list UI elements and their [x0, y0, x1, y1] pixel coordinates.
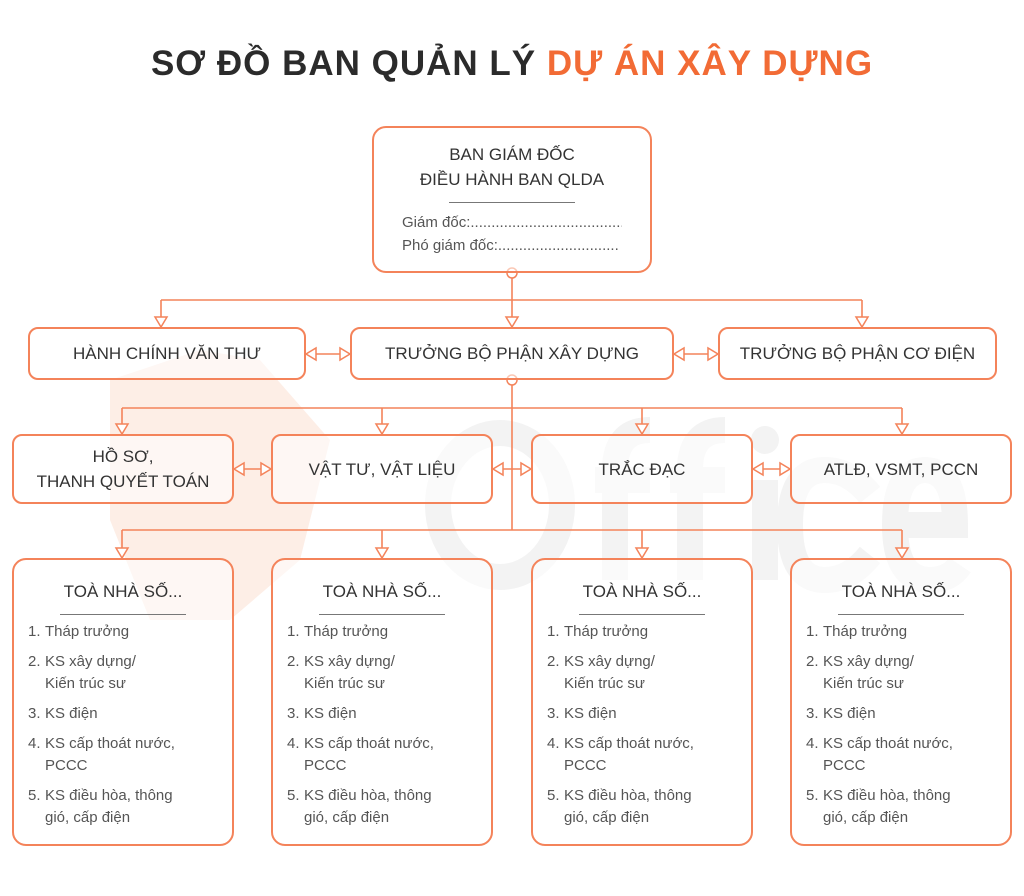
- arrow-right-icon: [260, 461, 273, 477]
- divider: [60, 614, 186, 615]
- staff-item: 1.Tháp trưởng: [806, 623, 908, 640]
- arrow-down-icon: [634, 547, 650, 560]
- mep-head-box: TRƯỞNG BỘ PHẬN CƠ ĐIỆN: [718, 327, 997, 380]
- staff-item: 4.KS cấp thoát nước,PCCC: [287, 735, 434, 774]
- divider: [838, 614, 964, 615]
- arrow-down-icon: [374, 547, 390, 560]
- staff-item: 3.KS điện: [547, 705, 617, 722]
- materials-box: VẬT TƯ, VẬT LIỆU: [271, 434, 493, 504]
- staff-item: 1.Tháp trưởng: [28, 623, 130, 640]
- staff-item: 2.KS xây dựng/Kiến trúc sư: [287, 653, 395, 692]
- arrow-down-icon: [894, 547, 910, 560]
- arrow-left-icon: [751, 461, 764, 477]
- arrow-left-icon: [304, 346, 317, 362]
- arrow-down-icon: [114, 547, 130, 560]
- arrow-right-icon: [707, 346, 720, 362]
- page-title: SƠ ĐỒ BAN QUẢN LÝ DỰ ÁN XÂY DỰNG: [150, 44, 874, 83]
- surveying-box: TRẮC ĐẠC: [531, 434, 753, 504]
- records-settlement-box: HỒ SƠ,THANH QUYẾT TOÁN: [12, 434, 234, 504]
- staff-item: 3.KS điện: [28, 705, 98, 722]
- arrow-right-icon: [779, 461, 792, 477]
- arrow-down-icon: [374, 423, 390, 436]
- arrow-left-icon: [672, 346, 685, 362]
- arrow-right-icon: [520, 461, 533, 477]
- staff-item: 1.Tháp trưởng: [547, 623, 649, 640]
- arrow-left-icon: [491, 461, 504, 477]
- safety-box: ATLĐ, VSMT, PCCN: [790, 434, 1012, 504]
- staff-item: 1.Tháp trưởng: [287, 623, 389, 640]
- staff-item: 4.KS cấp thoát nước,PCCC: [547, 735, 694, 774]
- divider: [449, 202, 575, 203]
- board-of-directors-box: BAN GIÁM ĐỐC ĐIỀU HÀNH BAN QLDA Giám đốc…: [372, 126, 652, 273]
- arrow-down-icon: [634, 423, 650, 436]
- staff-item: 4.KS cấp thoát nước,PCCC: [28, 735, 175, 774]
- divider: [319, 614, 445, 615]
- staff-item: 2.KS xây dựng/Kiến trúc sư: [547, 653, 655, 692]
- arrow-down-icon: [504, 316, 520, 329]
- staff-item: 3.KS điện: [287, 705, 357, 722]
- construction-head-box: TRƯỞNG BỘ PHẬN XÂY DỰNG: [350, 327, 674, 380]
- arrow-down-icon: [114, 423, 130, 436]
- staff-item: 2.KS xây dựng/Kiến trúc sư: [806, 653, 914, 692]
- arrow-down-icon: [854, 316, 870, 329]
- divider: [579, 614, 705, 615]
- arrow-down-icon: [894, 423, 910, 436]
- staff-item: 3.KS điện: [806, 705, 876, 722]
- arrow-right-icon: [339, 346, 352, 362]
- staff-item: 4.KS cấp thoát nước,PCCC: [806, 735, 953, 774]
- arrow-left-icon: [232, 461, 245, 477]
- staff-item: 2.KS xây dựng/Kiến trúc sư: [28, 653, 136, 692]
- arrow-down-icon: [153, 316, 169, 329]
- admin-office-box: HÀNH CHÍNH VĂN THƯ: [28, 327, 306, 380]
